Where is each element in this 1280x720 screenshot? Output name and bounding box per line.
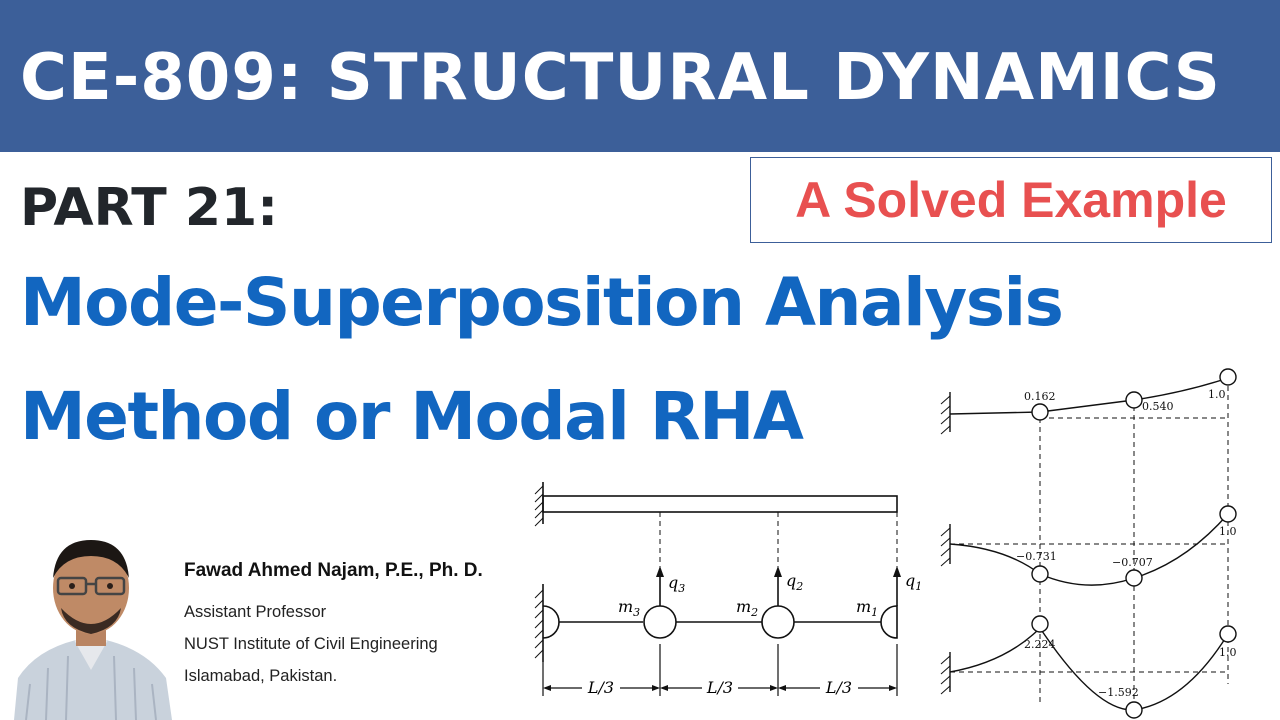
topic-title-line-1: Mode-Superposition Analysis (20, 264, 1064, 341)
presenter-institution: NUST Institute of Civil Engineering (184, 635, 438, 653)
part-label: PART 21: (20, 178, 279, 238)
badge-label: A Solved Example (795, 172, 1227, 228)
dof-label-q3: q3 (668, 573, 685, 595)
presenter-name: Fawad Ahmed Najam, P.E., Ph. D. (184, 560, 483, 581)
mass-label-m3: m3 (618, 597, 640, 619)
mass-label-m2: m2 (736, 597, 758, 619)
mode3-value-1: 2.224 (1024, 638, 1056, 651)
mode3-value-2: −1.592 (1098, 686, 1139, 699)
course-title: CE-809: STRUCTURAL DYNAMICS (20, 41, 1221, 115)
topic-title-line-2: Method or Modal RHA (20, 378, 804, 455)
mode2-value-2: −0.707 (1112, 556, 1153, 569)
span-label-3: L/3 (825, 678, 852, 697)
mass-label-m1: m1 (856, 597, 878, 619)
span-label-1: L/3 (587, 678, 614, 697)
title-banner (0, 0, 1280, 152)
presenter-location: Islamabad, Pakistan. (184, 667, 338, 685)
solved-example-badge: A Solved Example (750, 157, 1272, 243)
presenter-title: Assistant Professor (184, 603, 327, 621)
mode-shapes-diagram: 0.162 0.540 1.0 −0.731 −0.707 1.0 2.224 … (940, 368, 1237, 719)
mode1-value-3: 1.0 (1208, 388, 1226, 401)
dof-label-q1: q1 (905, 571, 922, 593)
lumped-mass-beam-diagram: q3 q2 q1 m3 m2 m1 L/3 L/3 L/3 (534, 482, 922, 697)
mode2-value-3: 1.0 (1219, 525, 1237, 538)
dof-label-q2: q2 (786, 571, 803, 593)
mode3-value-3: 1.0 (1219, 646, 1237, 659)
mode2-value-1: −0.731 (1016, 550, 1057, 563)
span-label-2: L/3 (706, 678, 733, 697)
presenter-photo (6, 528, 176, 720)
mode1-value-1: 0.162 (1024, 390, 1056, 403)
mode1-value-2: 0.540 (1142, 400, 1174, 413)
